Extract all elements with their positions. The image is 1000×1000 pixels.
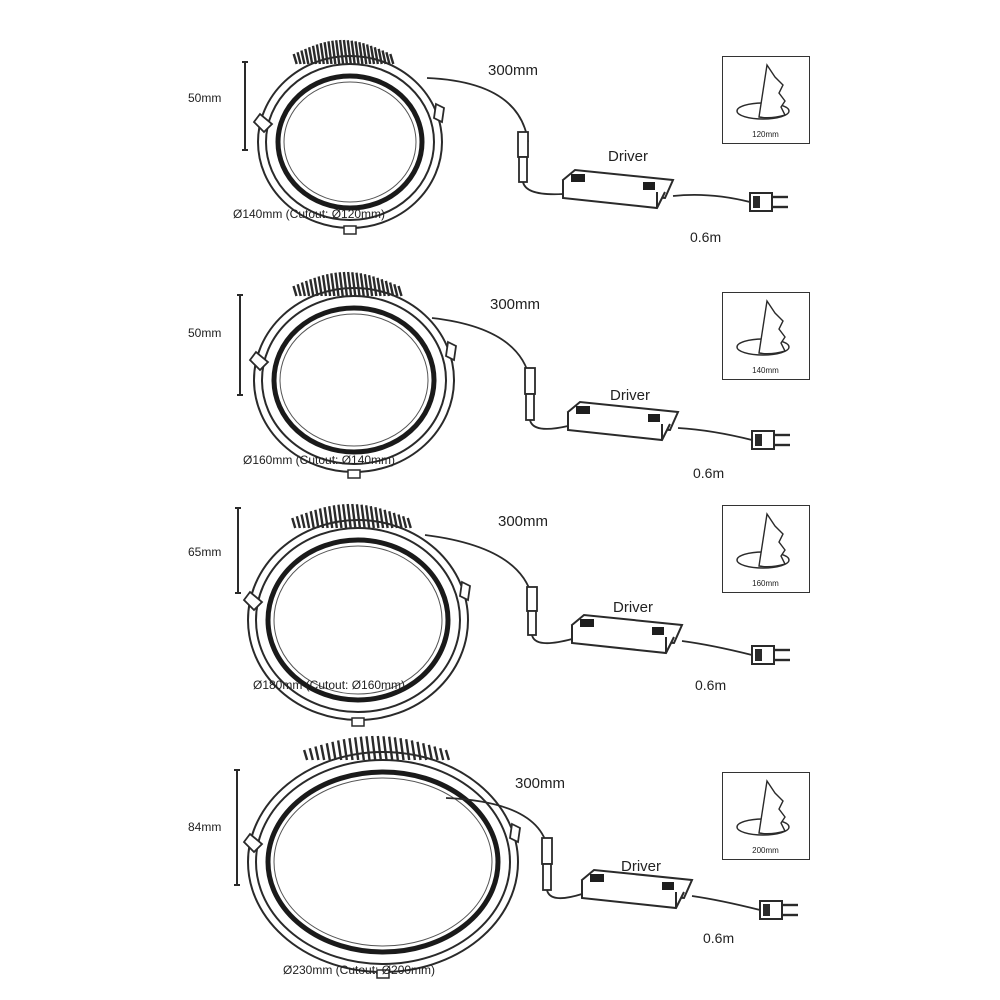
cutout-icon — [736, 779, 790, 836]
diameter-label: Ø230mm (Cutout: Ø200mm) — [283, 963, 436, 977]
cord-length-label: 0.6m — [690, 229, 722, 245]
cutout-size-label: 120mm — [752, 130, 779, 139]
height-label: 50mm — [188, 91, 222, 105]
cutout-size-label: 200mm — [752, 846, 779, 855]
cutout-icon — [736, 299, 790, 356]
connector-icon — [517, 131, 529, 183]
height-dimension-bar — [237, 294, 243, 396]
driver-label: Driver — [621, 858, 661, 875]
driver-box-icon — [566, 400, 680, 442]
driver-box-icon — [561, 168, 675, 210]
plug-icon — [751, 430, 790, 450]
plug-icon — [759, 900, 798, 920]
connector-icon — [524, 367, 536, 421]
plug-icon — [749, 192, 788, 212]
cutout-size-label: 160mm — [752, 579, 779, 588]
cutout-box: 160mm — [722, 505, 810, 593]
cutout-size-label: 140mm — [752, 366, 779, 375]
height-dimension-bar — [242, 61, 248, 151]
downlight-icon — [237, 271, 790, 479]
heat-sink-fins — [292, 39, 395, 65]
downlight-icon — [234, 735, 798, 979]
spring-clip — [248, 340, 457, 372]
driver-label: Driver — [613, 599, 653, 616]
downlight-icon — [242, 39, 788, 235]
driver-label: Driver — [608, 148, 648, 165]
height-label: 50mm — [188, 326, 222, 340]
driver-box-icon — [580, 868, 694, 910]
height-label: 84mm — [188, 820, 222, 834]
height-dimension-bar — [234, 769, 240, 886]
cord-length-label: 0.6m — [695, 677, 727, 693]
cable-length-label: 300mm — [515, 775, 566, 792]
connector-icon — [541, 837, 553, 891]
heat-sink-fins — [291, 503, 412, 529]
diameter-label: Ø160mm (Cutout: Ø140mm) — [243, 453, 396, 467]
heat-sink-fins — [302, 735, 451, 761]
cutout-icon — [736, 63, 790, 120]
connector-icon — [526, 586, 538, 636]
heat-sink-fins — [292, 271, 403, 297]
spring-clip — [242, 580, 471, 612]
spring-clip — [242, 822, 521, 854]
diameter-label: Ø180mm (Cutout: Ø160mm) — [253, 678, 406, 692]
cutout-box: 140mm — [722, 292, 810, 380]
lead-wire — [426, 77, 529, 143]
downlight-icon — [235, 503, 790, 727]
height-label: 65mm — [188, 545, 222, 559]
cord-length-label: 0.6m — [703, 930, 735, 946]
driver-box-icon — [570, 613, 684, 655]
cutout-box: 120mm — [722, 56, 810, 144]
cable-length-label: 300mm — [498, 513, 549, 530]
plug-icon — [751, 645, 790, 665]
cable-length-label: 300mm — [490, 296, 541, 313]
driver-label: Driver — [610, 387, 650, 404]
cutout-icon — [736, 512, 790, 569]
spring-clip — [252, 102, 445, 134]
cord-length-label: 0.6m — [693, 465, 725, 481]
cable-length-label: 300mm — [488, 62, 539, 79]
height-dimension-bar — [235, 507, 241, 594]
cutout-box: 200mm — [722, 772, 810, 860]
diameter-label: Ø140mm (Cutout: Ø120mm) — [233, 207, 386, 221]
